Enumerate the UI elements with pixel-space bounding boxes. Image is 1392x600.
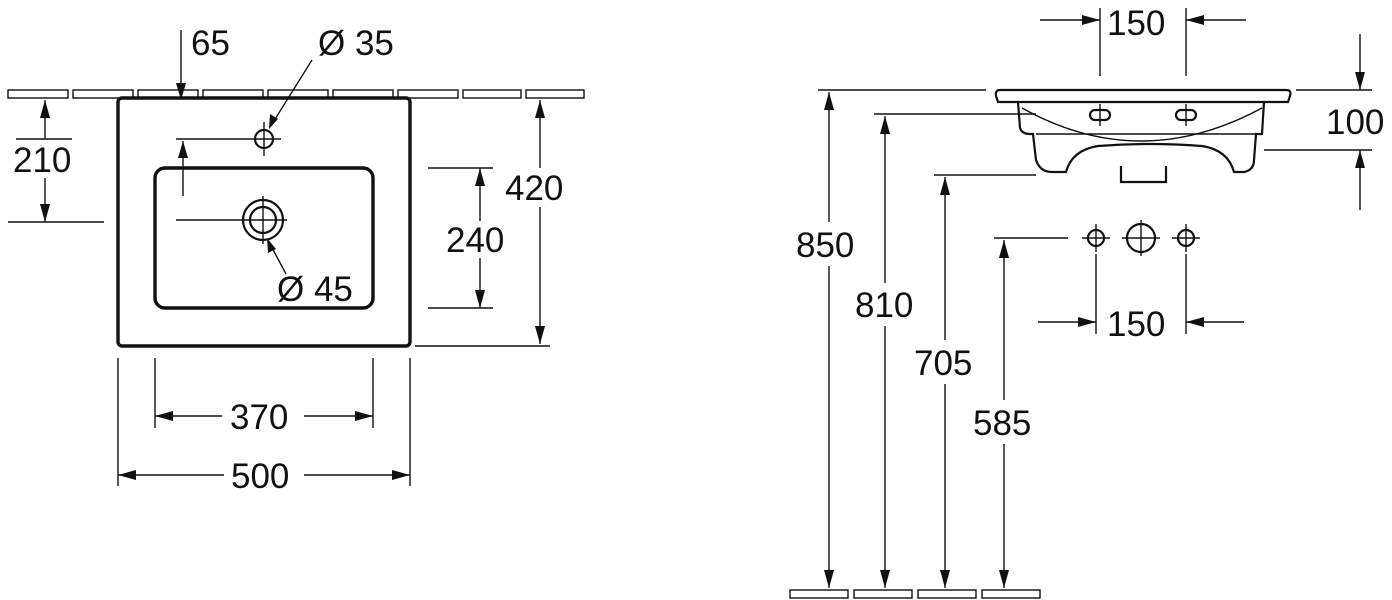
label-rim-height: 100 xyxy=(1326,103,1384,142)
supply-connections xyxy=(1082,220,1200,256)
basin-outline xyxy=(116,96,412,348)
bowl-outline xyxy=(153,166,375,310)
label-height-705: 705 xyxy=(914,344,972,383)
basin-trap xyxy=(1119,166,1168,184)
label-basin-depth: 420 xyxy=(505,169,563,208)
label-waste-dia: Ø 45 xyxy=(277,270,353,309)
basin-rim xyxy=(994,88,1292,104)
label-height-850: 850 xyxy=(796,226,854,265)
basin-inner xyxy=(1021,107,1263,142)
floor-tiles xyxy=(789,589,1041,599)
label-bowl-width: 370 xyxy=(230,398,288,437)
wall-tiles-top xyxy=(7,89,585,99)
label-tap-offset: 65 xyxy=(191,24,230,63)
label-bowl-depth: 240 xyxy=(446,221,504,260)
label-basin-width: 500 xyxy=(231,457,289,496)
label-tap-to-bowl: 210 xyxy=(13,141,71,180)
plan-view: 65 Ø 35 210 Ø 45 240 420 370 500 xyxy=(7,24,585,496)
label-top-tap-spacing: 150 xyxy=(1107,4,1165,43)
label-supply-height: 585 xyxy=(973,404,1031,443)
elevation-view: 150 100 850 810 705 585 150 xyxy=(789,4,1384,599)
label-height-810: 810 xyxy=(855,286,913,325)
label-supply-spacing: 150 xyxy=(1107,305,1165,344)
basin-body xyxy=(1016,101,1266,174)
label-tap-hole-dia: Ø 35 xyxy=(318,24,394,63)
